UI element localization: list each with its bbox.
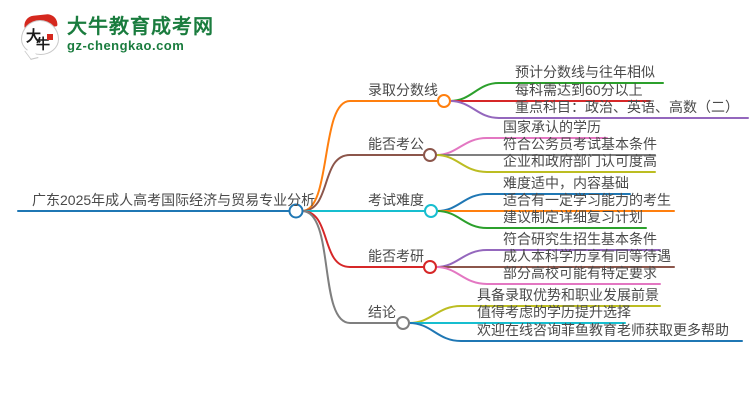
branch-link	[301, 100, 439, 212]
child-label: 欢迎在线咨询菲鱼教育老师获取更多帮助	[477, 322, 729, 338]
branch-node-circle[interactable]	[424, 204, 438, 218]
branch-label: 考试难度	[368, 192, 424, 208]
logo-text-block: 大牛教育成考网 gz-chengkao.com	[67, 14, 214, 53]
child-label: 适合有一定学习能力的考生	[503, 192, 671, 208]
child-label: 部分高校可能有特定要求	[503, 265, 657, 281]
branch-link	[301, 210, 398, 324]
logo-domain: gz-chengkao.com	[67, 38, 185, 53]
child-link	[436, 210, 647, 229]
child-label: 建议制定详细复习计划	[503, 209, 643, 225]
child-link	[408, 322, 743, 342]
daniu-bubble-logo-icon: 大 牛	[20, 13, 62, 60]
site-logo[interactable]: 大 牛 大牛教育成考网 gz-chengkao.com	[20, 13, 214, 60]
root-topic-label: 广东2025年成人高考国际经济与贸易专业分析	[32, 192, 316, 208]
child-label: 成人本科学历享有同等待遇	[503, 248, 671, 264]
child-link	[449, 100, 749, 119]
branch-node-circle[interactable]	[396, 316, 410, 330]
branch-label: 能否考研	[368, 248, 424, 264]
branch-node-circle[interactable]	[437, 94, 451, 108]
child-label: 值得考虑的学历提升选择	[477, 304, 631, 320]
child-label: 国家承认的学历	[503, 119, 601, 135]
branch-label: 能否考公	[368, 136, 424, 152]
branch-label: 录取分数线	[368, 82, 438, 98]
child-label: 重点科目：政治、英语、高数（二）	[515, 99, 739, 115]
logo-char-niu: 牛	[36, 37, 50, 53]
child-label: 每科需达到60分以上	[515, 82, 643, 98]
branch-label: 结论	[368, 304, 396, 320]
branch-node-circle[interactable]	[423, 148, 437, 162]
branch-link	[301, 154, 425, 212]
root-node-circle[interactable]	[288, 203, 304, 219]
child-label: 难度适中，内容基础	[503, 175, 629, 191]
logo-char-da: 大	[26, 27, 42, 45]
child-label: 符合公务员考试基本条件	[503, 136, 657, 152]
logo-red-seal	[47, 34, 53, 40]
child-link	[435, 154, 656, 173]
logo-title: 大牛教育成考网	[67, 16, 214, 38]
child-label: 具备录取优势和职业发展前景	[477, 287, 659, 303]
branch-node-circle[interactable]	[423, 260, 437, 274]
child-link	[435, 266, 661, 285]
child-label: 预计分数线与往年相似	[515, 64, 655, 80]
child-label: 企业和政府部门认可度高	[503, 153, 657, 169]
child-label: 符合研究生招生基本条件	[503, 231, 657, 247]
